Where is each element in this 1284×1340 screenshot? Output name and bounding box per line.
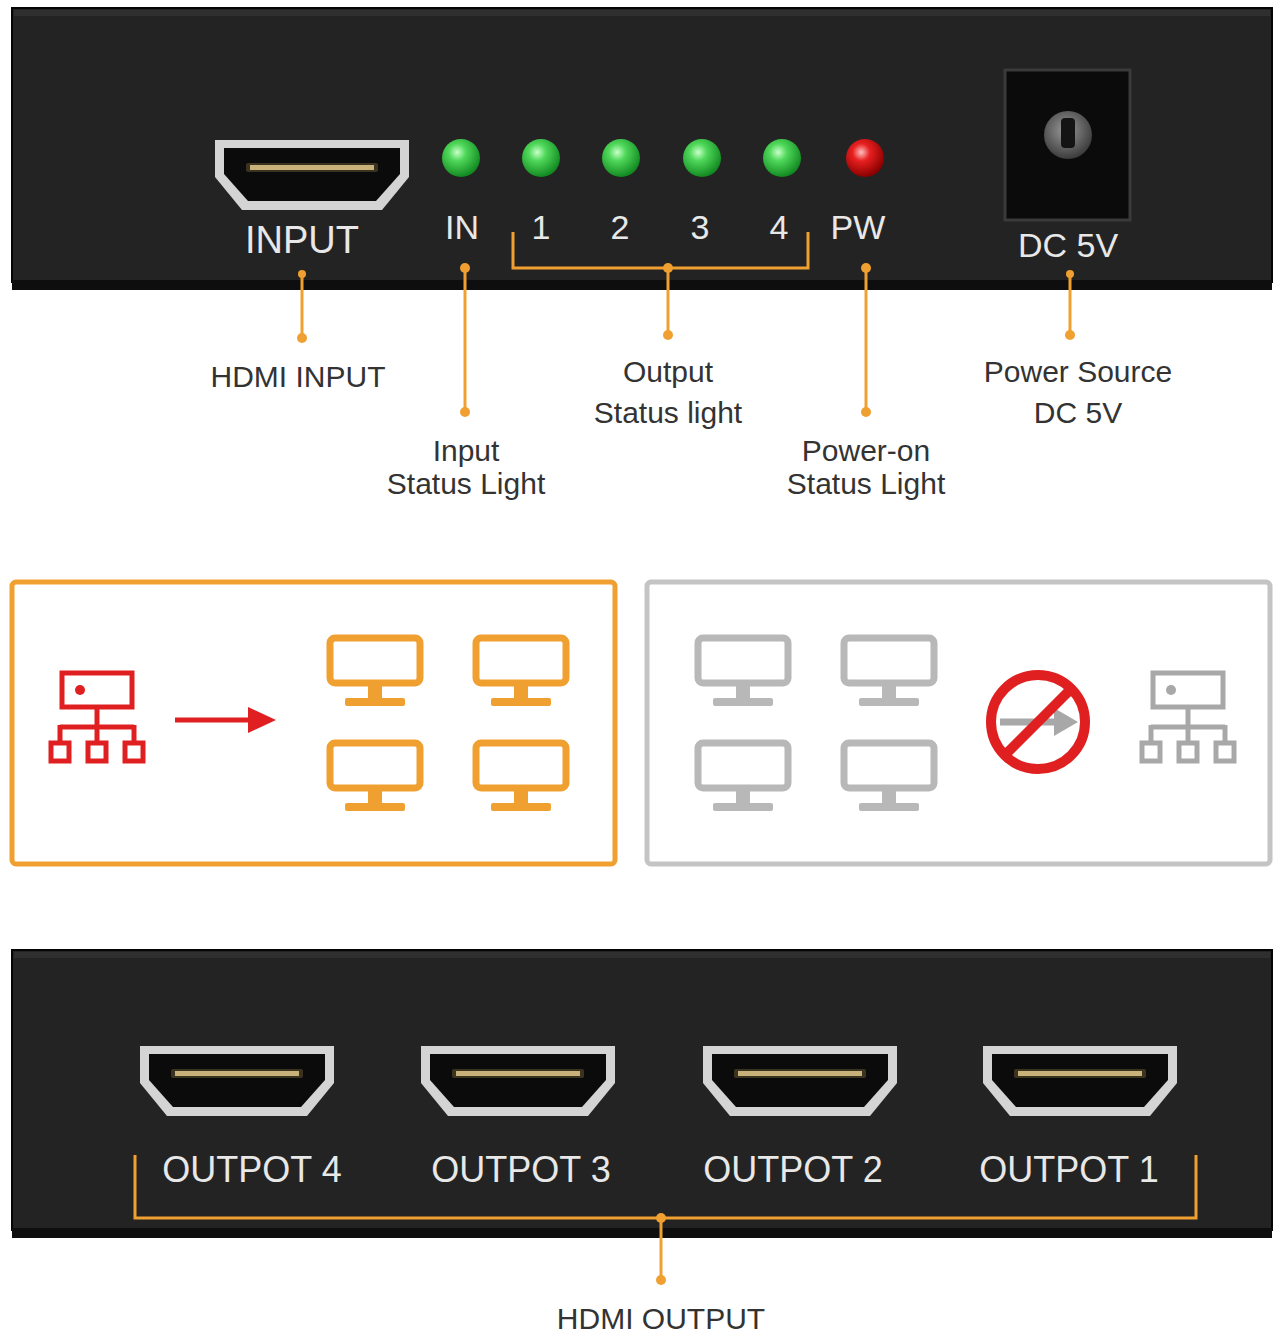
front-panel	[14, 10, 1270, 16]
leader-dot	[460, 407, 470, 417]
front-panel	[12, 280, 1272, 290]
port-label: OUTPOT 1	[979, 1149, 1158, 1190]
callout-label: Output Status light	[586, 352, 751, 433]
status-led	[602, 139, 640, 177]
port-label: DC 5V	[1018, 226, 1118, 265]
status-led	[442, 139, 480, 177]
monitor-icon	[844, 743, 934, 811]
front-panel	[12, 8, 1272, 282]
dc-power-jack	[1044, 111, 1092, 159]
back-panel	[12, 950, 1272, 1230]
back-panel	[12, 1228, 1272, 1238]
status-led	[683, 139, 721, 177]
callout-label: Power-on Status Light	[771, 434, 961, 500]
hdmi-input-port	[215, 140, 409, 210]
prohibited-sign	[991, 675, 1085, 769]
monitor-icon	[330, 638, 420, 706]
leader-line	[464, 268, 467, 412]
leader-dot	[663, 330, 673, 340]
dc-power-jack	[1061, 118, 1075, 148]
power-led	[846, 139, 884, 177]
leader-dot	[656, 1275, 666, 1285]
port-label: INPUT	[245, 219, 359, 263]
leader-dot	[656, 1213, 666, 1223]
leader-line	[513, 232, 808, 268]
front-panel	[12, 8, 1272, 290]
flow-arrow	[248, 707, 276, 733]
port-label: OUTPOT 2	[703, 1149, 882, 1190]
status-led	[442, 139, 884, 177]
monitor-icon	[698, 743, 788, 811]
flow-arrow	[175, 707, 276, 733]
leader-dot	[1065, 330, 1075, 340]
hdmi-output-port	[983, 1046, 1177, 1116]
leader-line	[667, 268, 670, 335]
monitor-icon	[476, 743, 566, 811]
output-bracket	[660, 1218, 663, 1280]
back-panel	[12, 950, 1272, 1238]
callout-label: Input Status Light	[387, 434, 546, 500]
callout-label: HDMI INPUT	[211, 360, 386, 395]
dc-power-jack	[1005, 70, 1130, 220]
hdmi-output-port	[703, 1046, 897, 1116]
network-source-icon	[51, 673, 143, 761]
leader-dot	[297, 263, 1075, 417]
prohibited-sign	[991, 675, 1085, 769]
leader-dot	[298, 270, 306, 278]
status-led	[522, 139, 560, 177]
network-source-icon	[1142, 673, 1234, 761]
prohibited-sign	[1054, 708, 1078, 736]
led-label: PW	[831, 208, 886, 247]
leader-dot	[656, 1213, 666, 1285]
prohibited-sign	[1005, 689, 1071, 755]
leader-dot	[460, 263, 470, 273]
led-label: 2	[611, 208, 630, 247]
port-label: OUTPOT 4	[162, 1149, 341, 1190]
flow-arrow	[175, 718, 252, 723]
leader-dot	[297, 333, 307, 343]
supported-panel	[12, 582, 615, 864]
led-label: 1	[532, 208, 551, 247]
hdmi-output-port	[421, 1046, 615, 1116]
led-label: IN	[445, 208, 479, 247]
leader-dot	[1066, 270, 1074, 278]
leader-dot	[861, 407, 871, 417]
leader-line	[1069, 274, 1072, 335]
led-label: 4	[770, 208, 789, 247]
leader-dot	[861, 263, 871, 273]
led-label: 3	[691, 208, 710, 247]
monitor-icon	[844, 638, 934, 706]
leader-line	[301, 274, 304, 338]
status-led	[763, 139, 801, 177]
callout-label: HDMI OUTPUT	[557, 1302, 765, 1337]
leader-dot	[663, 263, 673, 273]
hdmi-output-port	[140, 1046, 334, 1116]
monitor-icon	[698, 638, 788, 706]
back-panel	[14, 952, 1270, 958]
dc-power-jack	[1005, 70, 1130, 220]
monitor-icon	[330, 743, 420, 811]
monitor-icon	[476, 638, 566, 706]
port-label: OUTPOT 3	[431, 1149, 610, 1190]
leader-line	[865, 268, 868, 412]
unsupported-panel	[647, 582, 1270, 864]
callout-label: Power Source DC 5V	[973, 352, 1183, 433]
